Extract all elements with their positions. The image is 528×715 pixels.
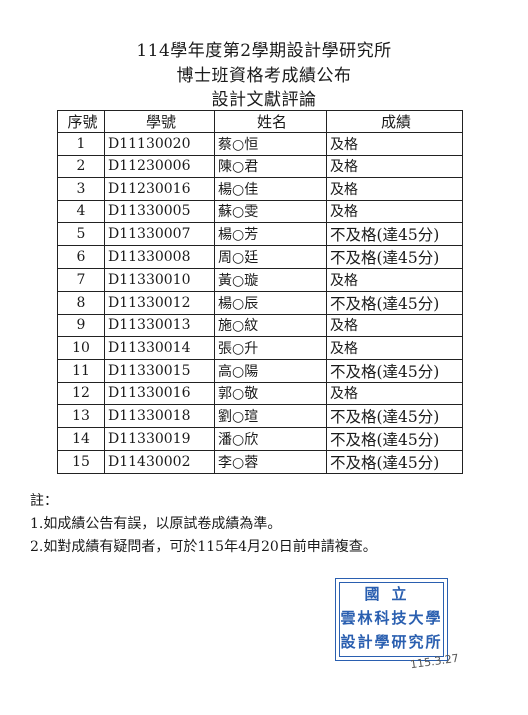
row-grade: 及格 [326,199,463,223]
row-grade: 及格 [326,177,463,201]
row-student-id: D11330005 [104,199,215,223]
row-grade: 及格 [326,381,463,405]
row-student-id: D11330010 [104,268,215,292]
row-student-id: D11330018 [104,404,215,428]
announcement-title-line1: 114學年度第2學期設計學研究所 [136,41,392,61]
row-seq: 1 [57,132,105,156]
row-name: 蔡○恒 [214,132,327,156]
row-student-id: D11330019 [104,427,215,451]
notes-heading: 註： [30,493,58,509]
row-seq: 14 [57,427,105,451]
row-grade: 不及格(達45分) [326,222,463,246]
row-seq: 12 [57,381,105,405]
row-student-id: D11430002 [104,450,215,474]
row-seq: 3 [57,177,105,201]
row-name: 蘇○雯 [214,199,327,223]
seal-line-3: 設計學研究所 [340,633,443,651]
row-student-id: D11330016 [104,381,215,405]
row-name: 楊○辰 [214,290,327,315]
row-seq: 13 [57,404,105,428]
row-name: 楊○佳 [214,177,327,201]
seal-inner-border [339,582,444,657]
row-student-id: D11330008 [104,245,215,269]
row-name: 陳○君 [214,154,327,178]
row-name: 潘○欣 [214,427,327,451]
column-header-name: 姓名 [214,110,327,133]
column-header-student-id: 學號 [104,110,215,133]
row-seq: 10 [57,336,105,360]
row-grade: 及格 [326,132,463,156]
row-name: 周○廷 [214,245,327,269]
announcement-title-line3: 設計文獻評論 [211,90,317,110]
row-seq: 5 [57,222,105,246]
row-grade: 及格 [326,154,463,178]
row-seq: 6 [57,245,105,269]
row-grade: 不及格(達45分) [326,358,463,383]
row-grade: 及格 [326,268,463,292]
seal-line-2: 雲林科技大學 [340,609,443,627]
row-grade: 不及格(達45分) [326,245,463,269]
row-student-id: D11330007 [104,222,215,246]
row-name: 高○陽 [214,358,327,383]
note-item: 1.如成績公告有誤，以原試卷成績為準。 [30,516,282,532]
row-grade: 及格 [326,336,463,360]
column-header-grade: 成績 [326,110,463,133]
row-seq: 11 [57,358,105,383]
row-name: 李○蓉 [214,450,327,474]
row-student-id: D11130020 [104,132,215,156]
row-seq: 8 [57,290,105,315]
row-name: 施○紋 [214,313,327,337]
row-name: 黃○璇 [214,268,327,292]
row-seq: 2 [57,154,105,178]
row-student-id: D11330015 [104,358,215,383]
row-student-id: D11330012 [104,290,215,315]
seal-line-1: 國立 [364,585,419,603]
row-name: 郭○敬 [214,381,327,405]
row-name: 楊○芳 [214,222,327,246]
column-header-seq: 序號 [57,110,105,133]
row-grade: 不及格(達45分) [326,450,463,474]
row-grade: 及格 [326,313,463,337]
row-student-id: D11330014 [104,336,215,360]
note-item: 2.如對成績有疑問者，可於115年4月20日前申請複查。 [30,539,377,555]
row-student-id: D11230006 [104,154,215,178]
announcement-title-line2: 博士班資格考成績公布 [176,66,352,86]
row-seq: 7 [57,268,105,292]
row-student-id: D11330013 [104,313,215,337]
notes-section: 註： 1.如成績公告有誤，以原試卷成績為準。 2.如對成績有疑問者，可於115年… [30,490,377,559]
row-seq: 9 [57,313,105,337]
row-name: 張○升 [214,336,327,360]
row-grade: 不及格(達45分) [326,427,463,451]
row-student-id: D11230016 [104,177,215,201]
row-seq: 4 [57,199,105,223]
official-seal-stamp: 國立 雲林科技大學 設計學研究所 [335,578,448,661]
row-name: 劉○瑄 [214,404,327,428]
row-grade: 不及格(達45分) [326,404,463,428]
row-grade: 不及格(達45分) [326,290,463,315]
row-seq: 15 [57,450,105,474]
table-header-row: 序號 學號 姓名 成績 [57,110,463,133]
